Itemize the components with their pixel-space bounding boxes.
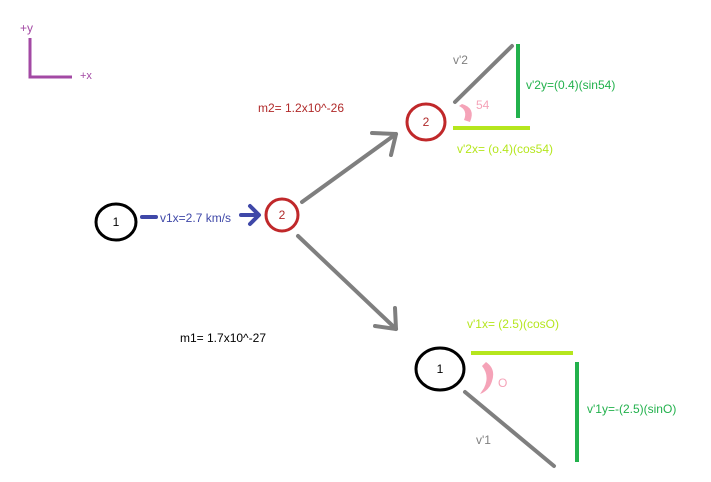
incoming-particle-1: 1 (94, 202, 138, 242)
v2-prime-label: v'2 (453, 53, 468, 67)
arrow-down-shaft (296, 234, 398, 331)
v2y-label: v'2y=(0.4)(sin54) (526, 78, 615, 92)
y-axis-label: +y (20, 21, 33, 35)
particle-2-number: 2 (279, 208, 286, 222)
m1-label: m1= 1.7x10^-27 (180, 331, 266, 345)
v1x-arrowhead (248, 204, 261, 226)
arrow-to-outgoing-2 (300, 131, 398, 204)
outgoing-particle-1-circle (414, 346, 466, 392)
angle-54-arc (459, 104, 472, 122)
v1x-prime-label: v'1x= (2.5)(cosO) (467, 317, 559, 331)
particle-2-circle (264, 197, 300, 233)
v1-prime-label: v'1 (476, 433, 491, 447)
v2x-label: v'2x= (o.4)(cos54) (457, 142, 553, 156)
outgoing-particle-1-number: 1 (437, 362, 444, 376)
outgoing-particle-2-group: 2 v'2 v'2y=(0.4)(sin54) 54 v'2x= (o.4)(c… (405, 44, 615, 156)
v1-prime-vector (463, 390, 556, 468)
arrow-up-shaft (300, 132, 398, 204)
axes-lines (28, 38, 72, 79)
angle-o-label: O (498, 376, 507, 390)
v1x-arrow: v1x=2.7 km/s (140, 204, 261, 226)
outgoing-particle-2-number: 2 (423, 115, 430, 129)
angle-54-label: 54 (476, 98, 490, 112)
particle-1-number: 1 (113, 215, 120, 229)
axes-indicator: +y +x (20, 21, 92, 82)
v2-prime-vector (453, 44, 514, 104)
angle-o-arc (480, 362, 494, 394)
x-axis-label: +x (80, 70, 92, 82)
v1x-label: v1x=2.7 km/s (160, 211, 231, 225)
arrow-to-outgoing-1 (296, 234, 398, 331)
m2-label: m2= 1.2x10^-26 (258, 101, 344, 115)
outgoing-particle-2-circle (405, 102, 447, 142)
outgoing-particle-1-group: 1 v'1x= (2.5)(cosO) O v'1y=-(2.5)(sinO) … (414, 317, 676, 468)
arrow-down-head (373, 306, 398, 331)
arrow-up-head (370, 131, 398, 157)
particle-1-circle (94, 202, 138, 242)
target-particle-2: 2 (264, 197, 300, 233)
v1y-prime-label: v'1y=-(2.5)(sinO) (587, 402, 676, 416)
